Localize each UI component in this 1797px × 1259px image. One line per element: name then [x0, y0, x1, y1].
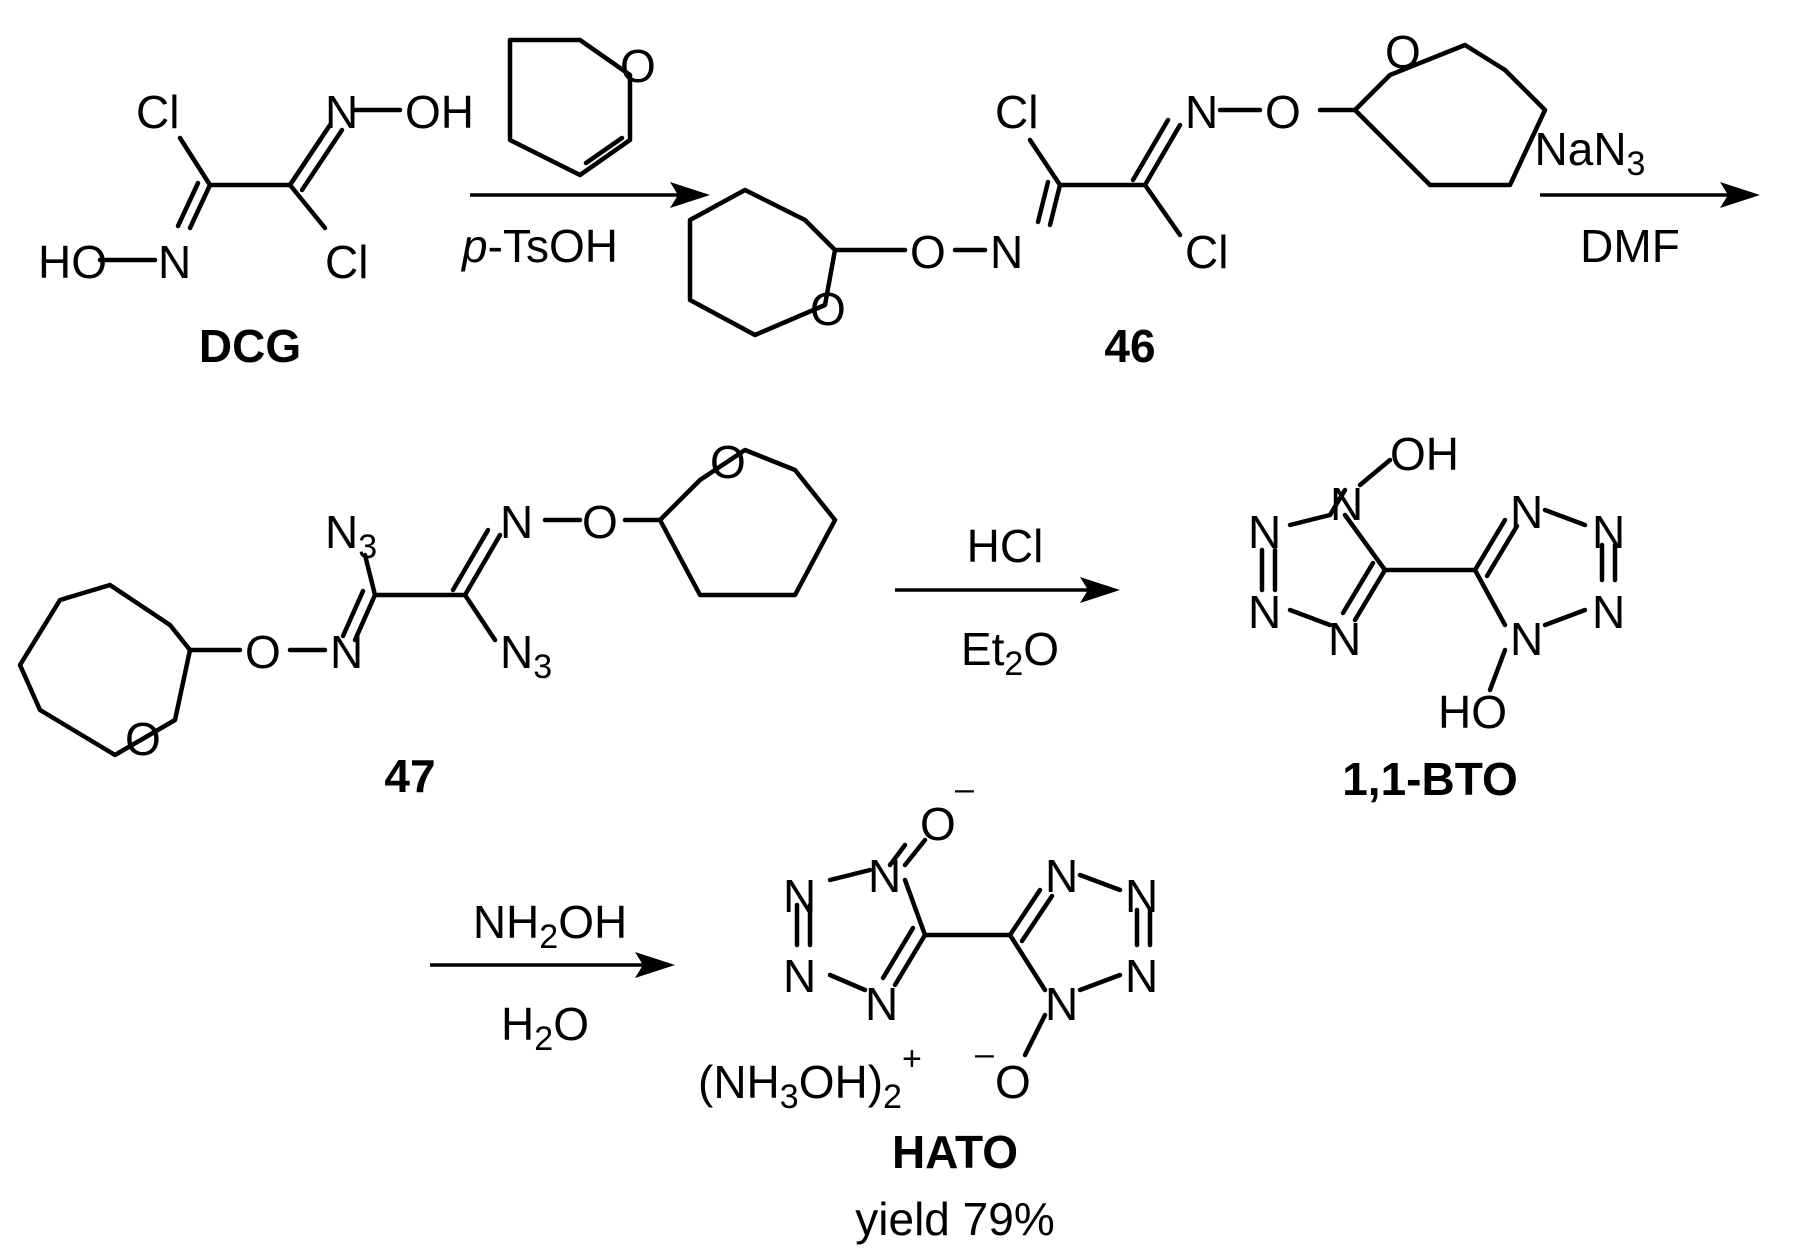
- atom-n: N: [1248, 506, 1281, 558]
- counterion-sub-2: 2: [883, 1078, 902, 1116]
- atom-n: N: [1045, 978, 1078, 1030]
- counterion-mid: OH): [799, 1056, 883, 1108]
- atom-n: N: [1592, 586, 1625, 638]
- atom-n: N: [990, 226, 1023, 278]
- reaction-arrow-3: HCl Et2O: [895, 520, 1120, 683]
- atom-n: N: [1248, 586, 1281, 638]
- svg-text:N3: N3: [500, 626, 552, 686]
- atom-cl: Cl: [995, 86, 1038, 138]
- svg-text:Et2O: Et2O: [961, 623, 1059, 683]
- atom-o: O: [620, 40, 656, 92]
- compound-label-hato: HATO: [892, 1126, 1018, 1178]
- atom-cl: Cl: [136, 86, 179, 138]
- azide-subscript: 3: [358, 528, 377, 566]
- reaction-arrow-2: NaN3 DMF: [1535, 123, 1760, 272]
- reagent-hcl: HCl: [967, 520, 1044, 572]
- atom-ho: HO: [1438, 686, 1507, 738]
- svg-text:NH2OH: NH2OH: [473, 896, 627, 956]
- dihydropyran-ring: [507, 37, 633, 178]
- atom-n: N: [1045, 850, 1078, 902]
- compound-47: O O N N3 N3 N O O 47: [17, 436, 838, 802]
- atom-o: O: [920, 798, 956, 850]
- compound-hato: O – N N N N N N N N – O (NH3OH)2+ HATO y…: [698, 770, 1158, 1245]
- atom-o: O: [995, 1056, 1031, 1108]
- compound-label-dcg: DCG: [199, 320, 301, 372]
- counterion-sub-1: 3: [780, 1078, 799, 1116]
- atom-n: N: [330, 626, 363, 678]
- reagent-nan-subscript: 3: [1627, 145, 1646, 183]
- reagent-h: H: [501, 998, 534, 1050]
- atom-o: O: [1385, 26, 1421, 78]
- reagent-et-subscript: 2: [1004, 645, 1023, 683]
- compound-label-1-1-bto: 1,1-BTO: [1342, 753, 1518, 805]
- yield-note: yield 79%: [855, 1193, 1054, 1245]
- counterion-open: (NH: [698, 1056, 780, 1108]
- compound-label-46: 46: [1104, 320, 1155, 372]
- compound-46: O O N Cl Cl N O O 46: [687, 26, 1548, 372]
- reagent-h-subscript: 2: [534, 1020, 553, 1058]
- svg-text:NaN3: NaN3: [1535, 123, 1646, 183]
- atom-cl: Cl: [1185, 226, 1228, 278]
- reagent-dmf: DMF: [1580, 220, 1680, 272]
- reagent-nh: NH: [473, 896, 539, 948]
- reagent-et-tail: O: [1023, 623, 1059, 675]
- atom-n: N: [1510, 613, 1543, 665]
- atom-n: N: [158, 236, 191, 288]
- atom-o: O: [810, 283, 846, 335]
- counterion-charge: +: [902, 1040, 922, 1078]
- compound-dcg: Cl N OH HO N Cl DCG: [38, 86, 474, 372]
- atom-n: N: [500, 496, 533, 548]
- svg-text:p-TsOH: p-TsOH: [460, 220, 618, 272]
- reagent-nh-tail: OH: [558, 896, 627, 948]
- azide-subscript: 3: [533, 648, 552, 686]
- atom-ho: HO: [38, 236, 107, 288]
- atom-n: N: [1125, 870, 1158, 922]
- charge-minus: –: [955, 770, 974, 808]
- compound-label-47: 47: [384, 750, 435, 802]
- atom-n: N: [1328, 613, 1361, 665]
- atom-n: N: [1185, 86, 1218, 138]
- svg-text:N3: N3: [325, 506, 377, 566]
- atom-n: N: [1510, 486, 1543, 538]
- atom-n: N: [1592, 506, 1625, 558]
- atom-oh: OH: [405, 86, 474, 138]
- azide-n: N: [500, 626, 533, 678]
- atom-n: N: [783, 950, 816, 1002]
- compound-1-1-bto: OH N N N N N N N N HO 1,1-BTO: [1248, 428, 1625, 805]
- atom-cl: Cl: [325, 236, 368, 288]
- svg-text:H2O: H2O: [501, 998, 589, 1058]
- charge-minus: –: [975, 1035, 994, 1073]
- atom-n: N: [325, 86, 358, 138]
- atom-n: N: [868, 850, 901, 902]
- atom-o: O: [125, 713, 161, 765]
- reagent-nh-subscript: 2: [539, 918, 558, 956]
- atom-n: N: [1125, 950, 1158, 1002]
- atom-o: O: [582, 496, 618, 548]
- reagent-p-prefix: p: [460, 220, 488, 272]
- counterion: (NH3OH)2+: [698, 1040, 922, 1116]
- atom-n: N: [1330, 478, 1363, 530]
- atom-n: N: [865, 978, 898, 1030]
- reagent-tsoh: -TsOH: [488, 220, 618, 272]
- reagent-et: Et: [961, 623, 1005, 675]
- atom-o: O: [910, 226, 946, 278]
- atom-o: O: [710, 436, 746, 488]
- atom-n: N: [783, 870, 816, 922]
- atom-o: O: [1265, 86, 1301, 138]
- atom-oh: OH: [1390, 428, 1459, 480]
- reagent-nan: NaN: [1535, 123, 1627, 175]
- reaction-arrow-4: NH2OH H2O: [430, 896, 675, 1058]
- reagent-h-tail: O: [553, 998, 589, 1050]
- azide-n: N: [325, 506, 358, 558]
- reaction-arrow-1: p-TsOH: [460, 37, 710, 272]
- atom-o: O: [245, 626, 281, 678]
